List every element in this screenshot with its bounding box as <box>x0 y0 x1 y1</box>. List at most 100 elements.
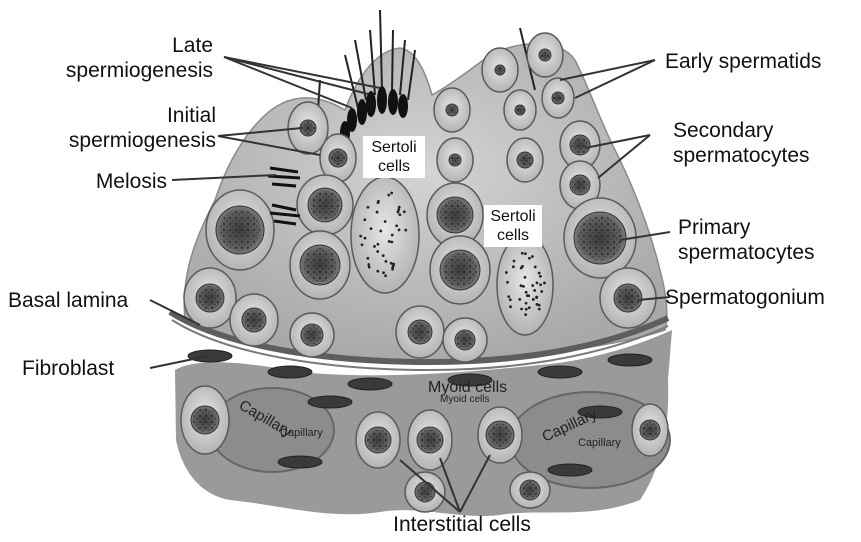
chromatin-dot <box>538 304 541 307</box>
chromatin-dot <box>509 305 512 308</box>
chromatin-dot <box>538 272 541 275</box>
chromatin-dot <box>524 252 527 255</box>
chromatin-dot <box>376 250 379 253</box>
chromatin-dot <box>524 313 527 316</box>
chromatin-dot <box>392 263 395 266</box>
chromatin-dot <box>509 298 512 301</box>
chromatin-dot <box>398 213 401 216</box>
primary-spermatocyte-cell <box>290 231 350 299</box>
chromatin-dot <box>533 289 536 292</box>
chromatin-dot <box>364 237 367 240</box>
chromatin-dot <box>520 308 523 311</box>
primary-spermatocyte-cell <box>430 236 490 304</box>
sertoli-cell <box>497 235 553 335</box>
chromatin-dot <box>543 282 546 285</box>
capillary-right-label-faint: Capillary <box>578 437 621 449</box>
interstitial-cell <box>408 410 452 470</box>
sertoli-cells-label-1: Sertoli cells <box>363 136 425 178</box>
chromatin-dot <box>531 284 534 287</box>
chromatin-dot <box>384 274 387 277</box>
chromatin-dot <box>507 295 510 298</box>
spermatid-cell <box>437 138 473 182</box>
chromatin-dot <box>512 265 515 268</box>
chromatin-dot <box>373 245 376 248</box>
interstitial-cell <box>405 472 445 512</box>
label-line: Initial <box>69 103 216 128</box>
chromatin-dot <box>367 263 370 266</box>
chromatin-dot <box>526 294 529 297</box>
label-line: cells <box>366 157 422 176</box>
chromatin-dot <box>520 284 523 287</box>
myoid-cell <box>268 366 312 378</box>
chromatin-dot <box>376 243 379 246</box>
myoid-cell <box>308 396 352 408</box>
primary-spermatocytes-label: Primary spermatocytes <box>678 215 815 265</box>
chromatin-dot <box>397 211 400 214</box>
chromatin-dot <box>506 281 509 284</box>
chromatin-dot <box>513 260 516 263</box>
myoid-cell <box>608 354 652 366</box>
spermatogonium-cell <box>184 268 236 328</box>
chromatin-dot <box>377 200 380 203</box>
chromatin-dot <box>521 252 524 255</box>
chromatin-dot <box>388 240 391 243</box>
chromatin-dot <box>361 243 364 246</box>
interstitial-cells-label: Interstitial cells <box>372 512 552 537</box>
chromatin-dot <box>382 254 385 257</box>
label-line: spermatocytes <box>678 240 815 265</box>
chromatin-dot <box>382 271 385 274</box>
chromatin-dot <box>390 192 393 195</box>
myoid-cells-label-faint: Myoid cells <box>440 394 489 405</box>
chromatin-dot <box>390 262 393 265</box>
sertoli-cells-label-2: Sertoli cells <box>484 205 542 247</box>
spermatid-cell <box>482 48 518 92</box>
chromatin-dot <box>518 298 521 301</box>
interstitial-cell <box>181 386 229 454</box>
interstitial-cell <box>510 472 550 508</box>
spermatid-cell <box>504 90 536 130</box>
chromatin-dot <box>376 270 379 273</box>
late-spermiogenesis-label: Late spermiogenesis <box>66 33 213 83</box>
chromatin-dot <box>379 230 382 233</box>
chromatin-dot <box>391 234 394 237</box>
chromatin-dot <box>385 260 388 263</box>
label-line: Secondary <box>673 118 810 143</box>
label-line: Late <box>66 33 213 58</box>
myoid-cell <box>188 350 232 362</box>
label-line: spermiogenesis <box>69 128 216 153</box>
label-line: spermiogenesis <box>66 58 213 83</box>
spermatogonium-cell <box>230 294 278 346</box>
secondary-spermatocyte-cell <box>507 138 543 182</box>
primary-spermatocyte-cell <box>564 198 636 278</box>
primary-spermatocyte-cell <box>297 175 353 235</box>
capillary-left-label-faint: Capillary <box>280 427 323 439</box>
interstitial-cell <box>632 404 668 456</box>
chromatin-dot <box>535 296 538 299</box>
spermatogonium-cell <box>600 268 656 328</box>
basal-lamina-label: Basal lamina <box>8 288 128 313</box>
spermatid-cell <box>434 88 470 132</box>
chromatin-dot <box>522 285 525 288</box>
chromatin-dot <box>528 257 531 260</box>
label-line: cells <box>487 226 539 245</box>
chromatin-dot <box>539 275 542 278</box>
chromatin-dot <box>538 308 541 311</box>
label-line: Sertoli <box>366 138 422 157</box>
primary-spermatocyte-cell <box>206 190 274 270</box>
chromatin-dot <box>531 255 534 258</box>
chromatin-dot <box>359 235 362 238</box>
chromatin-dot <box>398 228 401 231</box>
myoid-cell <box>278 456 322 468</box>
spermatid-cell <box>542 78 574 118</box>
label-line: Primary <box>678 215 815 240</box>
spermatogonium-cell <box>396 306 444 358</box>
chromatin-dot <box>505 271 508 274</box>
label-line: Sertoli <box>487 207 539 226</box>
chromatin-dot <box>390 241 393 244</box>
chromatin-dot <box>403 210 406 213</box>
chromatin-dot <box>376 211 379 214</box>
label-line: spermatocytes <box>673 143 810 168</box>
chromatin-dot <box>520 267 523 270</box>
chromatin-dot <box>395 224 398 227</box>
interstitial-cell <box>356 412 400 468</box>
